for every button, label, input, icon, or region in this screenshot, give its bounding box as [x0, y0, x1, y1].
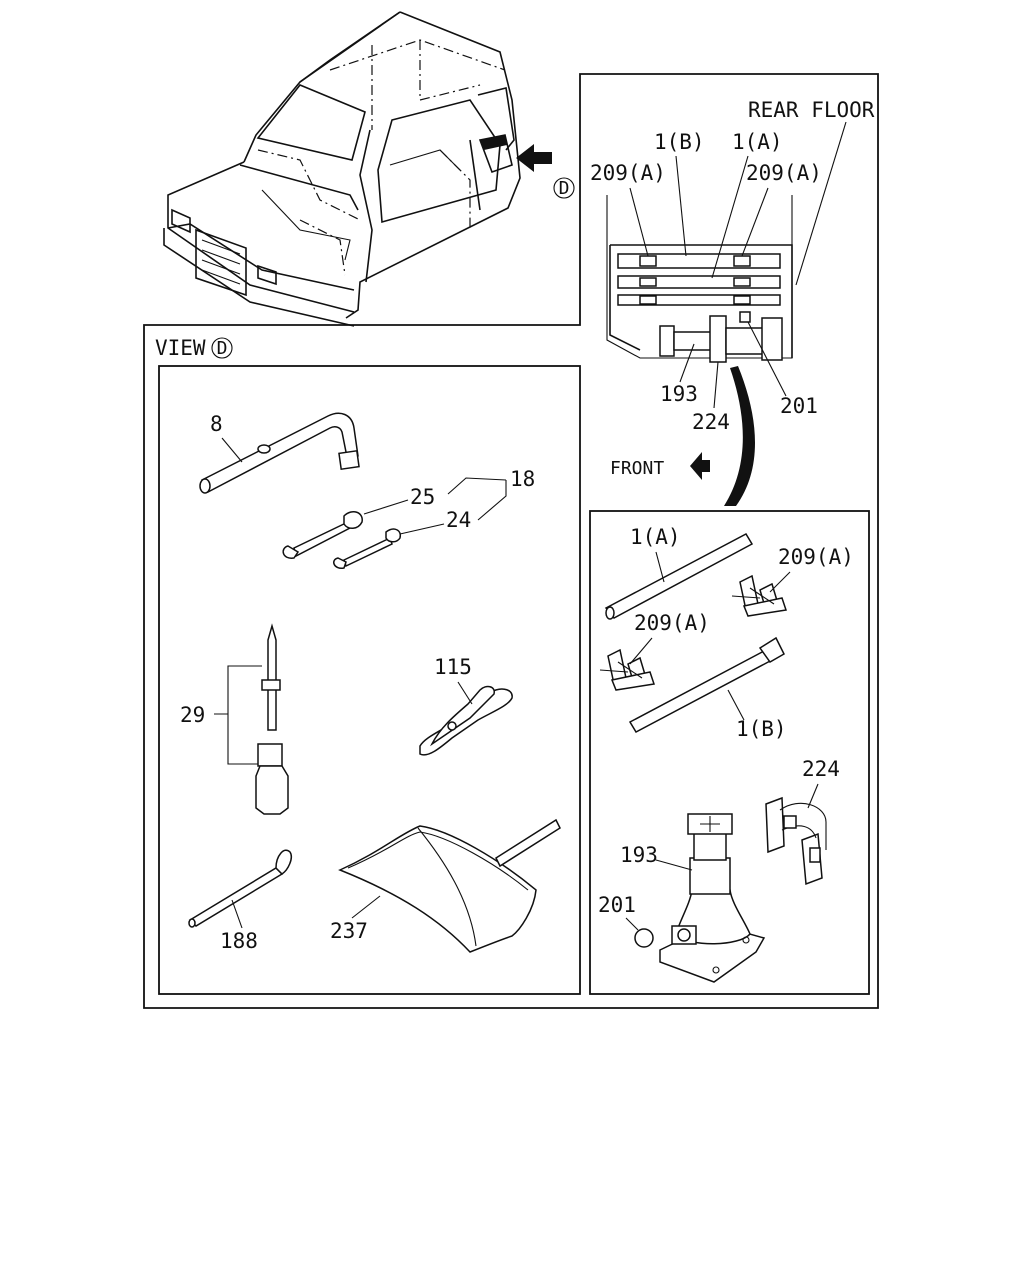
leader-8 [221, 437, 243, 463]
leader-209a-top-left [629, 187, 649, 257]
callout-25: 25 [410, 485, 435, 509]
clip-209a-lower-illustration [599, 648, 655, 691]
callout-209a-top-left: 209(A) [590, 161, 666, 185]
callout-18: 18 [510, 467, 535, 491]
leader-224-top [713, 361, 719, 409]
view-marker-d: D [211, 337, 233, 359]
screwdriver-illustration [255, 623, 289, 815]
lug-wrench-illustration [199, 412, 360, 494]
callout-24: 24 [446, 508, 471, 532]
callout-1a-detail: 1(A) [630, 525, 681, 549]
tool-bag-illustration [338, 818, 561, 953]
callout-29: 29 [180, 703, 205, 727]
rear-floor-cutaway [606, 195, 793, 363]
pliers-illustration [419, 685, 513, 756]
callout-237: 237 [330, 919, 368, 943]
callout-1a-top: 1(A) [732, 130, 783, 154]
outer-frame [143, 73, 879, 1009]
callout-209a-top-right: 209(A) [746, 161, 822, 185]
leader-24 [399, 523, 445, 535]
leader-193-detail [655, 859, 693, 871]
rear-floor-leader [795, 121, 847, 286]
ring-201-illustration [634, 928, 654, 948]
view-label: VIEW [155, 336, 206, 360]
callout-209a-detail-lower: 209(A) [634, 611, 710, 635]
location-arrow [516, 144, 552, 172]
wrench-24-illustration [333, 528, 402, 569]
callout-8: 8 [210, 412, 223, 436]
callout-224-detail: 224 [802, 757, 840, 781]
location-marker-label: D [559, 178, 570, 199]
leader-209a-top-right [741, 187, 769, 257]
vehicle-body-illustration [163, 11, 521, 327]
leader-201-detail [625, 917, 639, 931]
leader-1a-detail [655, 551, 665, 583]
detail-pointer [724, 366, 755, 506]
front-arrow [690, 452, 710, 480]
view-marker-label: D [217, 338, 228, 359]
callout-193-detail: 193 [620, 843, 658, 867]
callout-201-top: 201 [780, 394, 818, 418]
clip-209a-upper-illustration [731, 574, 787, 617]
leader-209a-detail-lower [629, 637, 653, 665]
front-label: FRONT [610, 458, 664, 479]
callout-1b-detail: 1(B) [736, 717, 787, 741]
leader-237 [351, 895, 381, 919]
leader-1a-top [711, 155, 749, 279]
callout-115: 115 [434, 655, 472, 679]
leader-25 [363, 499, 409, 515]
leader-115 [457, 681, 473, 705]
leader-201-top [747, 321, 787, 397]
leader-224-detail [807, 783, 819, 809]
leader-29-bracket [214, 665, 262, 765]
callout-209a-detail-upper: 209(A) [778, 545, 854, 569]
leader-1b-top [675, 155, 687, 257]
jack-193-illustration [659, 813, 766, 983]
leader-193-top [679, 343, 695, 383]
bar-1a-illustration [604, 533, 754, 620]
strap-224-illustration [765, 796, 827, 886]
tools-panel [158, 365, 581, 995]
bar-1b-illustration [628, 636, 785, 733]
callout-188: 188 [220, 929, 258, 953]
leader-209a-detail-upper [769, 571, 791, 593]
leader-1b-detail [727, 689, 745, 721]
callout-193-top: 193 [660, 382, 698, 406]
leader-188 [231, 899, 243, 929]
detail-panel [589, 510, 870, 995]
leader-18-bracket [447, 477, 507, 521]
jack-handle-illustration [188, 849, 293, 928]
callout-224-top: 224 [692, 410, 730, 434]
callout-1b-top: 1(B) [654, 130, 705, 154]
location-marker-d: D [553, 177, 575, 199]
rear-floor-label: REAR FLOOR [748, 98, 875, 122]
wrench-25-illustration [282, 511, 363, 559]
callout-201-detail: 201 [598, 893, 636, 917]
